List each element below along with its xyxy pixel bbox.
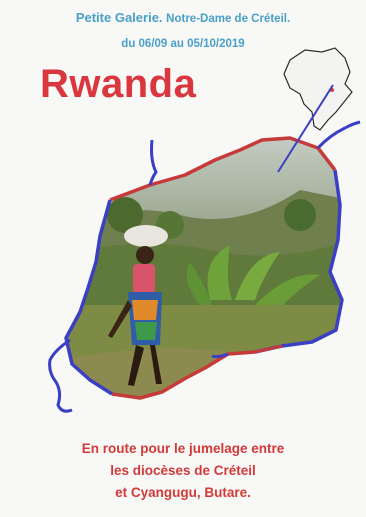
venue-place: Notre-Dame de Créteil. [166, 13, 291, 25]
border-north [109, 136, 337, 202]
header-venue-line: Petite Galerie. Notre-Dame de Créteil. [0, 10, 366, 25]
poster-title: Rwanda [40, 62, 197, 106]
africa-map-icon [283, 47, 353, 131]
exhibition-dates: du 06/09 au 05/10/2019 [121, 38, 245, 50]
border-west [64, 199, 113, 396]
border-east [254, 169, 344, 354]
river-north [148, 139, 158, 186]
river-ne [316, 120, 361, 150]
pointer-line [277, 84, 334, 173]
photo-in-map [66, 138, 342, 398]
woman-figure [108, 225, 168, 386]
footer-line-2: les diocèses de Créteil [110, 463, 256, 478]
river-west [48, 338, 73, 413]
venue-name: Petite Galerie. [75, 10, 163, 25]
footer-text: En route pour le jumelage entre les dioc… [0, 438, 366, 504]
footer-line-1: En route pour le jumelage entre [81, 441, 285, 456]
footer-line-3: et Cyangugu, Butare. [115, 485, 251, 500]
